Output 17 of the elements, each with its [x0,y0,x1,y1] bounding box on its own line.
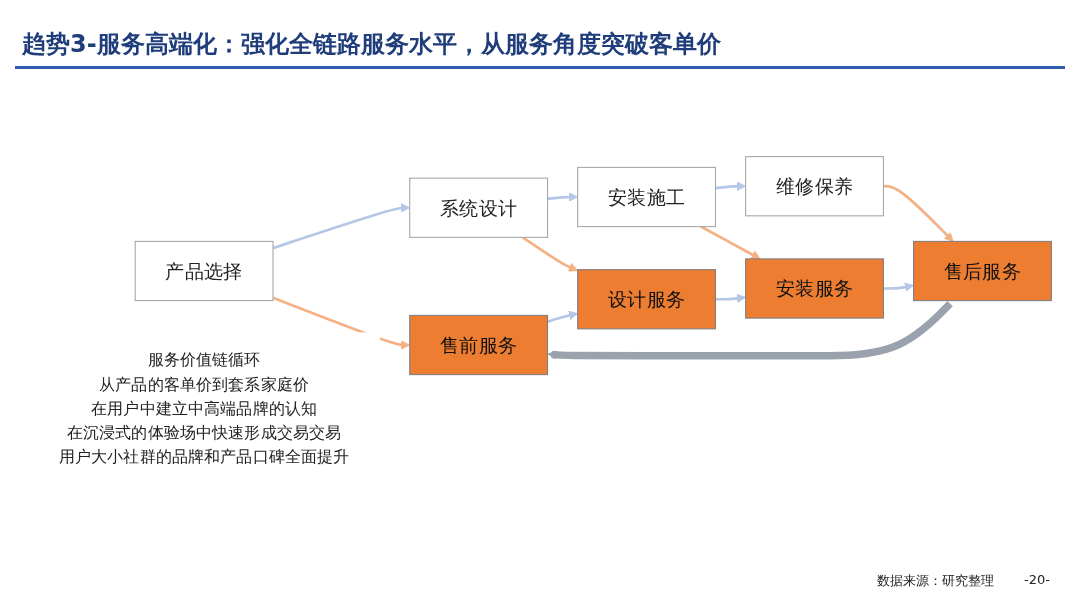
arrow [521,235,579,272]
node-box: 售前服务 [409,314,549,375]
arrow [883,282,914,292]
node-box: 系统设计 [409,177,549,238]
node-box: 安装服务 [745,257,884,319]
node-box: 维修保养 [745,155,884,216]
arrow [547,300,953,360]
node-box: 安装施工 [577,166,717,227]
slide-title: 趋势3-服务高端化：强化全链路服务水平，从服务角度突破客单价 [22,29,721,60]
node-box: 产品选择 [134,240,274,301]
arrow [700,225,761,259]
node-box: 设计服务 [577,268,717,330]
node-box: 售后服务 [913,240,1052,301]
node-text: 服务价值链循环 从产品的客单价到套系家庭价 在用户中建立中高端品牌的认知 在沉浸式的体验场中快速形成交易交易 用户大小社群的品牌和产品口碑全面提升 [58,349,350,467]
page-number: -20- [1024,572,1050,589]
source-note: 数据来源：研究整理 [877,572,995,590]
arrow [883,184,954,242]
